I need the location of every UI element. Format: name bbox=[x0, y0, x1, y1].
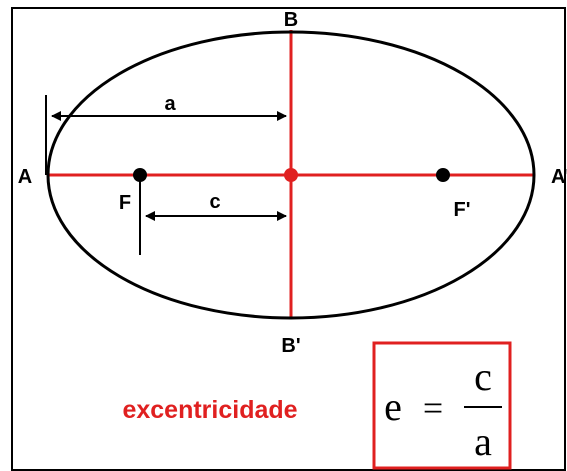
vertex-left-label: A bbox=[18, 166, 32, 188]
co-vertex-top-label: B bbox=[284, 9, 298, 31]
ellipse-outline bbox=[46, 30, 536, 320]
vertex-right-label: A' bbox=[551, 166, 567, 188]
semi-major-label: a bbox=[164, 93, 176, 115]
formula-equals: = bbox=[423, 388, 443, 428]
formula-lhs: e bbox=[384, 384, 402, 429]
formula-denominator: a bbox=[474, 419, 492, 464]
focus-left-label: F bbox=[119, 192, 131, 214]
co-vertex-bottom-label: B' bbox=[281, 335, 300, 357]
formula-numerator: c bbox=[474, 354, 492, 399]
formula-box bbox=[372, 341, 512, 470]
center-point bbox=[284, 168, 298, 182]
focus-left-point bbox=[133, 168, 147, 182]
focus-right-label: F' bbox=[454, 199, 471, 221]
eccentricity-caption: excentricidade bbox=[122, 396, 297, 424]
focus-right-point bbox=[436, 168, 450, 182]
focal-distance-label: c bbox=[209, 191, 220, 213]
